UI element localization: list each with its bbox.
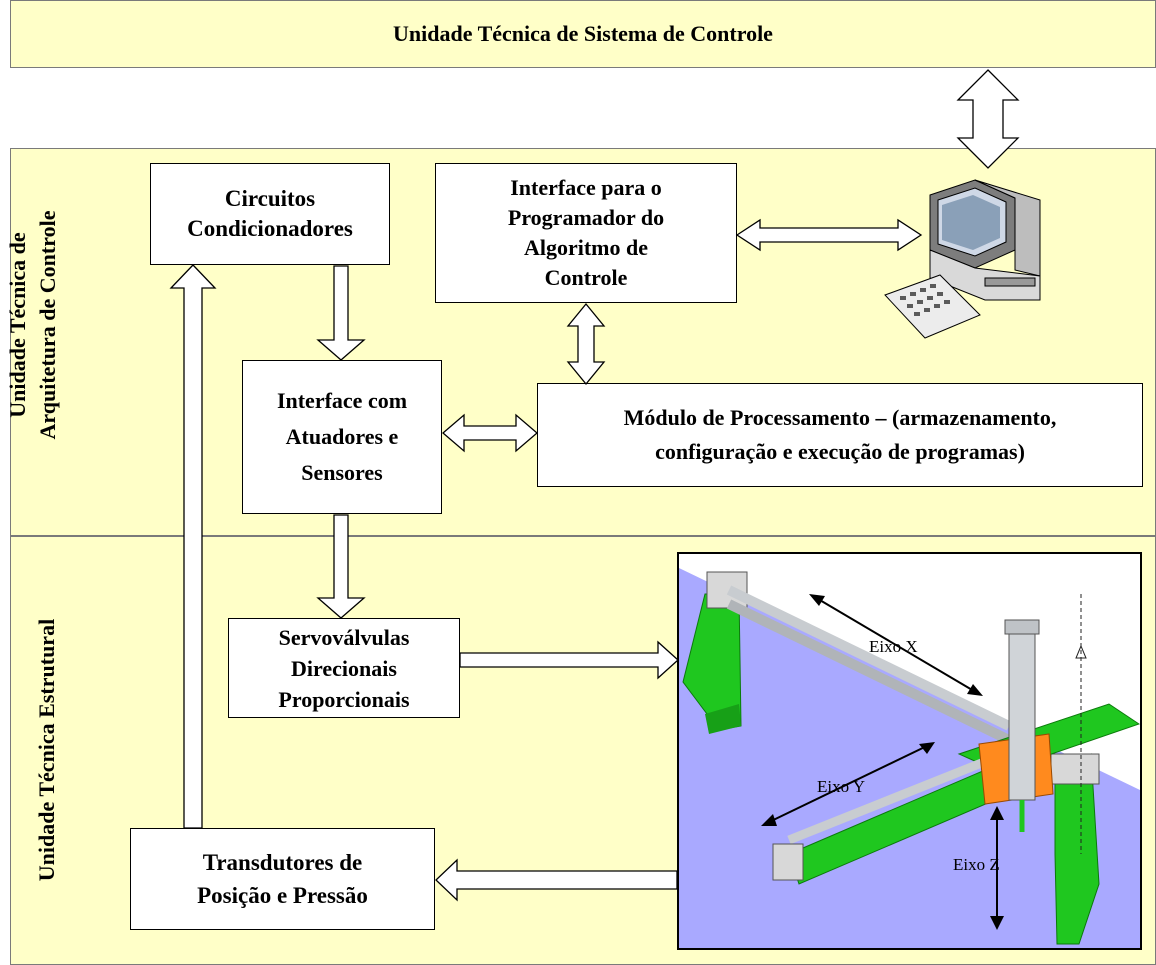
transducers-label: Transdutores de Posição e Pressão: [197, 850, 368, 908]
axis-z-label: Eixo Z: [953, 855, 1000, 874]
programmer-interface-label: Interface para o Programador do Algoritm…: [507, 175, 665, 290]
arrow-conditioners-actuators: [316, 265, 366, 361]
x-axis-arrowhead-start: [809, 594, 825, 606]
axis-y-label: Eixo Y: [817, 777, 865, 796]
axis-x-label: Eixo X: [869, 637, 918, 656]
y-axis-arrowhead-end: [919, 742, 935, 754]
y-axis-arrowhead-start: [761, 814, 777, 826]
right-end-block: [1050, 753, 1100, 785]
robot-illustration: Eixo X Eixo Y Eixo Z: [677, 552, 1142, 950]
servovalves-box: Servoválvulas Direcionais Proporcionais: [228, 618, 460, 718]
z-axis-arrowhead-start: [990, 806, 1004, 820]
y-end-block: [772, 843, 804, 881]
arrow-interface-processing: [566, 302, 606, 386]
arrow-actuators-processing: [442, 413, 538, 453]
robot-drawing: Eixo X Eixo Y Eixo Z: [679, 554, 1140, 948]
conditioners-label: Circuitos Condicionadores: [187, 186, 353, 241]
arrow-servovalves-robot: [459, 640, 679, 680]
y-axis-arrow: [764, 743, 932, 825]
servovalves-label: Servoválvulas Direcionais Proporcionais: [278, 624, 410, 712]
arrow-transducers-conditioners: [169, 264, 217, 829]
processing-module-label: Módulo de Processamento – (armazenamento…: [623, 405, 1057, 464]
arrow-interface-computer: [735, 218, 923, 252]
z-cylinder-cap: [1004, 619, 1040, 635]
processing-module-box: Módulo de Processamento – (armazenamento…: [537, 383, 1143, 487]
arrow-system-computer: [956, 69, 1020, 169]
conditioners-box: Circuitos Condicionadores: [150, 163, 390, 265]
x-rail-bottom: [726, 599, 1012, 745]
actuator-interface-box: Interface com Atuadores e Sensores: [242, 360, 442, 514]
transducers-box: Transdutores de Posição e Pressão: [130, 828, 435, 930]
x-axis-arrow: [812, 595, 980, 695]
arrow-robot-transducers: [435, 858, 678, 902]
top-unit-band: Unidade Técnica de Sistema de Controle: [10, 0, 1156, 68]
programmer-interface-box: Interface para o Programador do Algoritm…: [435, 163, 737, 303]
z-axis-arrowhead-end: [990, 916, 1004, 930]
y-rail-rod: [787, 747, 1011, 845]
x-axis-arrowhead-end: [967, 684, 983, 696]
actuator-interface-label: Interface com Atuadores e Sensores: [276, 388, 408, 485]
top-unit-label: Unidade Técnica de Sistema de Controle: [393, 21, 773, 46]
x-rail-top: [726, 585, 1012, 731]
z-guide-arrowhead: [1075, 644, 1087, 659]
left-support-foot: [705, 704, 741, 734]
arrow-actuators-servovalves: [316, 514, 366, 619]
computer-icon: [884, 179, 1041, 339]
